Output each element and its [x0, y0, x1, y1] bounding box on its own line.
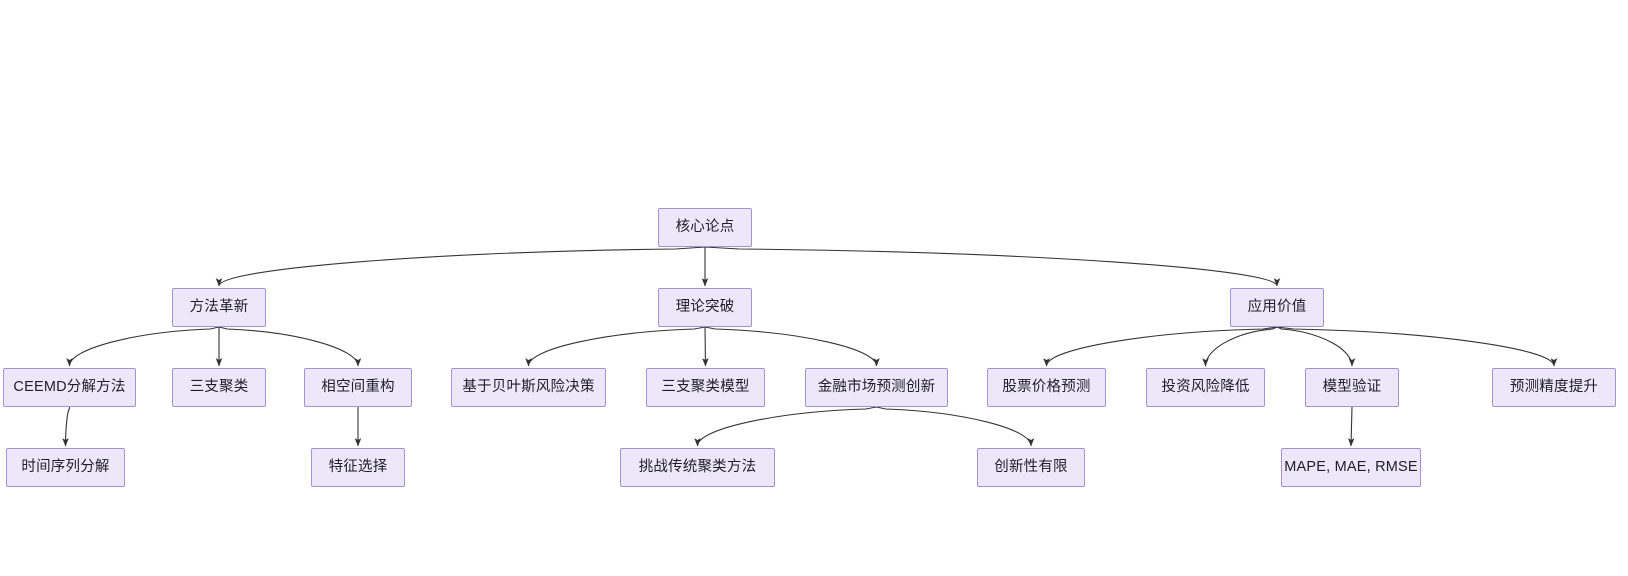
node-label: 三支聚类: [189, 379, 249, 396]
flowchart-node-l4b[interactable]: 特征选择: [311, 448, 405, 487]
flowchart-edge-l2b-to-l3b3: [704, 326, 880, 367]
node-label: 三支聚类模型: [661, 379, 750, 396]
node-label: 应用价值: [1247, 299, 1307, 316]
node-label: 金融市场预测创新: [817, 379, 936, 396]
node-label: MAPE, MAE, RMSE: [1284, 459, 1418, 476]
node-label: 基于贝叶斯风险决策: [462, 379, 595, 396]
node-label: 预测精度提升: [1509, 379, 1599, 396]
flowchart-node-l4c[interactable]: 挑战传统聚类方法: [620, 448, 775, 487]
node-label: 挑战传统聚类方法: [638, 459, 757, 476]
flowchart-node-l3a1[interactable]: CEEMD分解方法: [3, 368, 136, 407]
flowchart-node-l4d[interactable]: 创新性有限: [977, 448, 1085, 487]
flowchart-node-l3b1[interactable]: 基于贝叶斯风险决策: [451, 368, 606, 407]
node-label: 特征选择: [328, 459, 388, 476]
flowchart-node-l3b2[interactable]: 三支聚类模型: [646, 368, 765, 407]
flowchart-node-l2c[interactable]: 应用价值: [1230, 288, 1324, 327]
flowchart-edge-l2b-to-l3b1: [525, 326, 706, 367]
flowchart-edge-l2a-to-l3a3: [218, 326, 362, 367]
node-label: 创新性有限: [994, 459, 1068, 476]
flowchart-node-l3c1[interactable]: 股票价格预测: [987, 368, 1106, 407]
flowchart-node-root[interactable]: 核心论点: [658, 208, 752, 247]
flowchart-node-l3c2[interactable]: 投资风险降低: [1146, 368, 1265, 407]
flowchart-edge-l2c-to-l3c4: [1276, 326, 1558, 367]
flowchart-edge-l2c-to-l3c2: [1202, 326, 1278, 367]
flowchart-edge-l2b-to-l3b2: [702, 326, 709, 367]
flowchart-edge-l2c-to-l3c1: [1043, 326, 1278, 367]
node-label: CEEMD分解方法: [13, 379, 126, 396]
flowchart-edge-l2a-to-l3a1: [66, 326, 220, 367]
flowchart-node-l3c4[interactable]: 预测精度提升: [1492, 368, 1616, 407]
flowchart-edge-l3b3-to-l4d: [876, 406, 1035, 447]
node-label: 相空间重构: [321, 379, 395, 396]
flowchart-edge-l3a1-to-l4a: [62, 406, 71, 447]
flowchart-node-l4a[interactable]: 时间序列分解: [6, 448, 125, 487]
node-label: 核心论点: [675, 219, 735, 236]
flowchart-edge-l3b3-to-l4c: [694, 406, 877, 447]
flowchart-edge-root-to-l2c: [704, 246, 1281, 287]
flowchart-node-l3a3[interactable]: 相空间重构: [304, 368, 412, 407]
node-label: 理论突破: [675, 299, 735, 316]
flowchart-node-l3c3[interactable]: 模型验证: [1305, 368, 1399, 407]
flowchart-node-l2a[interactable]: 方法革新: [172, 288, 266, 327]
node-label: 方法革新: [189, 299, 249, 316]
flowchart-edge-l3c3-to-l4e: [1347, 406, 1355, 447]
edges-group: [62, 246, 1558, 447]
flowchart-node-l2b[interactable]: 理论突破: [658, 288, 752, 327]
node-label: 模型验证: [1322, 379, 1382, 396]
node-label: 股票价格预测: [1002, 379, 1091, 396]
flowchart-node-l3a2[interactable]: 三支聚类: [172, 368, 266, 407]
flowchart-edge-l2c-to-l3c3: [1276, 326, 1356, 367]
node-label: 时间序列分解: [21, 459, 110, 476]
flowchart-edge-root-to-l2a: [215, 246, 706, 287]
node-label: 投资风险降低: [1161, 379, 1250, 396]
flowchart-node-l4e[interactable]: MAPE, MAE, RMSE: [1281, 448, 1421, 487]
flowchart-node-l3b3[interactable]: 金融市场预测创新: [805, 368, 948, 407]
